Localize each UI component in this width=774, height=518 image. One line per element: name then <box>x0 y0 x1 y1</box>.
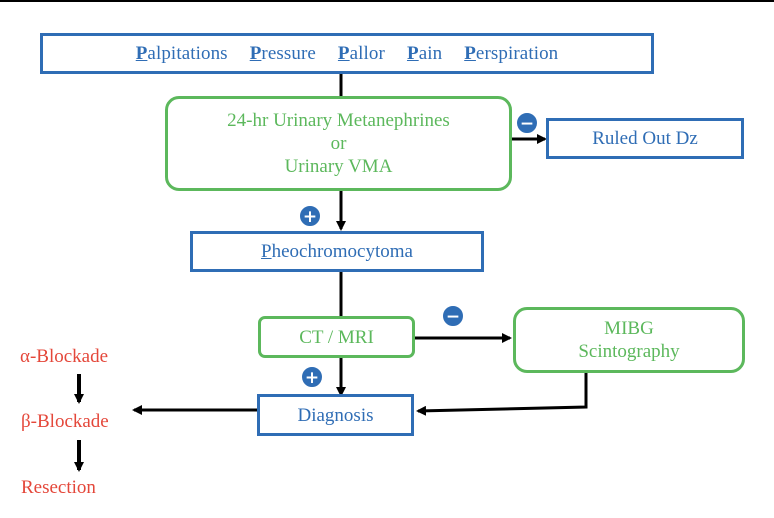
ruled-out-label: Ruled Out Dz <box>592 128 698 149</box>
mibg-box: MIBG Scintography <box>513 307 745 373</box>
pheo-first-letter: P <box>261 241 272 262</box>
symptom-word: Pressure <box>250 43 316 64</box>
resection-label: Resection <box>21 477 96 498</box>
mibg-line-1: MIBG <box>604 318 654 339</box>
symptom-word: Pain <box>407 43 442 64</box>
symptom-initial: P <box>337 43 350 64</box>
negative-sign-icon: − <box>517 113 537 134</box>
pheochromocytoma-label: Pheochromocytoma <box>261 240 413 263</box>
arrow-mibg-to-diagnosis <box>416 372 588 416</box>
symptom-initial: P <box>135 43 148 64</box>
pheo-rest: heochromocytoma <box>271 241 413 262</box>
symptom-rest: ain <box>418 43 443 64</box>
symptom-rest: erspiration <box>475 43 559 64</box>
urinary-test-line-1: 24-hr Urinary Metanephrines <box>227 110 450 131</box>
ruled-out-box: Ruled Out Dz <box>546 118 744 159</box>
symptom-rest: alpitations <box>147 43 228 64</box>
diagnosis-box: Diagnosis <box>257 394 414 436</box>
mibg-line-2: Scintography <box>578 341 680 362</box>
positive-sign-icon: + <box>300 206 320 227</box>
urinary-test-line-3: Urinary VMA <box>284 156 393 177</box>
symptom-rest: allor <box>349 43 385 64</box>
alpha-blockade-label: α-Blockade <box>20 346 109 367</box>
urinary-test-line-2: or <box>330 133 347 154</box>
symptom-word: Pallor <box>338 43 385 64</box>
top-rule <box>0 0 774 2</box>
beta-blockade-label: β-Blockade <box>21 411 109 432</box>
pheochromocytoma-box: Pheochromocytoma <box>190 231 484 272</box>
positive-sign-icon: + <box>302 367 322 388</box>
urinary-test-box: 24-hr Urinary Metanephrines or Urinary V… <box>165 96 512 191</box>
imaging-box: CT / MRI <box>258 316 415 358</box>
symptom-initial: P <box>406 43 419 64</box>
symptom-rest: ressure <box>261 43 316 64</box>
symptom-word: Perspiration <box>464 43 558 64</box>
diagnosis-label: Diagnosis <box>297 404 374 426</box>
imaging-label: CT / MRI <box>299 326 374 348</box>
symptom-word: Palpitations <box>136 43 228 64</box>
symptom-initial: P <box>249 43 262 64</box>
negative-sign-icon: − <box>443 306 463 327</box>
symptom-initial: P <box>464 43 476 64</box>
